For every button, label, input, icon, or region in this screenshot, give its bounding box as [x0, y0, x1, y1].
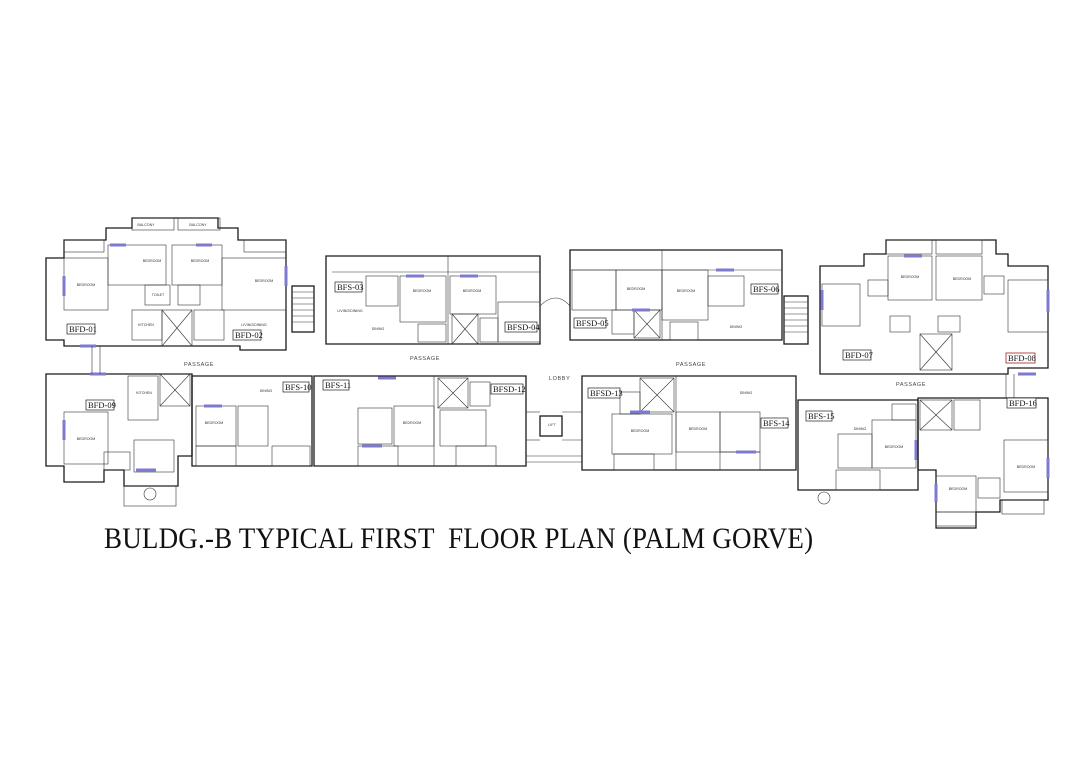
svg-text:DINING: DINING [854, 427, 867, 431]
svg-text:BEDROOM: BEDROOM [205, 421, 224, 425]
flat-tag: BFD-08 [1005, 352, 1036, 364]
flat-tag: BFD-07 [842, 349, 873, 361]
flat-tag: BFSD-05 [573, 317, 609, 329]
svg-text:BEDROOM: BEDROOM [689, 427, 708, 431]
flat-tag: BFS-11 [322, 379, 351, 391]
passage-label: PASSAGE [676, 362, 706, 368]
svg-text:BEDROOM: BEDROOM [413, 289, 432, 293]
flat-tag: BFD-02 [232, 329, 263, 341]
staircase-left [291, 285, 315, 333]
svg-text:DINING: DINING [740, 391, 753, 395]
svg-text:TOILET: TOILET [152, 293, 165, 297]
passage-label: PASSAGE [896, 382, 926, 388]
lobby-label: LOBBY [549, 376, 570, 382]
svg-text:BEDROOM: BEDROOM [255, 279, 274, 283]
flat-tag: BFD-01 [66, 323, 97, 335]
svg-text:BEDROOM: BEDROOM [191, 259, 210, 263]
svg-text:BEDROOM: BEDROOM [901, 275, 920, 279]
svg-text:BEDROOM: BEDROOM [1017, 465, 1036, 469]
svg-text:LIVING/DINING: LIVING/DINING [241, 323, 267, 327]
lift-lobby [526, 411, 582, 463]
flat-tag: BFS-06 [750, 283, 779, 295]
svg-text:BEDROOM: BEDROOM [403, 421, 422, 425]
svg-text:BFS-03: BFS-03 [337, 282, 363, 292]
svg-text:BFS-10: BFS-10 [285, 382, 311, 392]
flat-tag: BFS-15 [805, 410, 834, 422]
connector-links [91, 346, 1015, 505]
flat-tag: BFS-14 [760, 417, 790, 429]
flat-tag: BFSD-04 [504, 321, 540, 333]
svg-text:BEDROOM: BEDROOM [677, 289, 696, 293]
flat-tags: BFD-01 BFD-02 BFS-03 BFSD-04 BFSD-05 BFS… [66, 281, 1037, 429]
svg-text:BEDROOM: BEDROOM [953, 277, 972, 281]
svg-text:DINING: DINING [372, 327, 385, 331]
svg-text:BEDROOM: BEDROOM [77, 283, 96, 287]
block-top-right [819, 239, 1050, 376]
block-bottom-right [917, 397, 1050, 529]
svg-text:BFS-15: BFS-15 [808, 411, 834, 421]
bridge-arch [539, 297, 571, 307]
svg-text:BFD-02: BFD-02 [235, 330, 263, 340]
svg-text:BFD-01: BFD-01 [69, 324, 97, 334]
block-bottom-left [45, 372, 193, 507]
svg-text:BFD-07: BFD-07 [845, 350, 873, 360]
block-bottom-5 [797, 399, 919, 491]
staircase-right [783, 295, 809, 345]
flat-tag: BFD-09 [85, 399, 116, 411]
block-top-center-left [325, 255, 541, 345]
svg-text:LIVING/DINING: LIVING/DINING [337, 309, 363, 313]
svg-text:BFS-11: BFS-11 [325, 380, 351, 390]
svg-text:KITCHEN: KITCHEN [136, 391, 152, 395]
block-bottom-2 [191, 375, 313, 467]
svg-text:BEDROOM: BEDROOM [77, 437, 96, 441]
passage-label: PASSAGE [410, 356, 440, 362]
block-bottom-3 [313, 375, 527, 467]
svg-text:BEDROOM: BEDROOM [627, 287, 646, 291]
svg-text:BFD-09: BFD-09 [88, 400, 116, 410]
block-bottom-4 [581, 375, 797, 471]
passage-label: PASSAGE [184, 362, 214, 368]
block-top-center-right [569, 249, 783, 341]
svg-text:LIFT: LIFT [548, 423, 556, 427]
flat-tag: BFSD-12 [490, 383, 526, 395]
svg-text:BFSD-05: BFSD-05 [576, 318, 609, 328]
svg-text:BFS-06: BFS-06 [753, 284, 779, 294]
flat-tag: BFS-10 [282, 381, 311, 393]
svg-text:BEDROOM: BEDROOM [463, 289, 482, 293]
room-labels: BEDROOM BEDROOM BEDROOM BEDROOM BALCONY … [77, 223, 1036, 491]
svg-text:BFD-08: BFD-08 [1008, 353, 1036, 363]
svg-text:BEDROOM: BEDROOM [143, 259, 162, 263]
svg-text:BFS-14: BFS-14 [763, 418, 790, 428]
svg-text:BEDROOM: BEDROOM [885, 445, 904, 449]
svg-text:BFD-16: BFD-16 [1009, 398, 1037, 408]
svg-text:BFSD-13: BFSD-13 [590, 388, 623, 398]
svg-text:BEDROOM: BEDROOM [631, 429, 650, 433]
svg-text:BFSD-12: BFSD-12 [493, 384, 526, 394]
svg-text:BALCONY: BALCONY [137, 223, 155, 227]
plan-title: BULDG.-B TYPICAL FIRST FLOOR PLAN (PALM … [104, 522, 814, 555]
svg-text:BEDROOM: BEDROOM [949, 487, 968, 491]
svg-text:DINING: DINING [730, 325, 743, 329]
flat-tag: BFD-16 [1006, 397, 1037, 409]
svg-text:KITCHEN: KITCHEN [138, 323, 154, 327]
svg-text:DINING: DINING [260, 389, 273, 393]
flat-tag: BFS-03 [334, 281, 363, 293]
svg-text:BFSD-04: BFSD-04 [507, 322, 540, 332]
block-top-left [45, 217, 288, 351]
svg-text:BALCONY: BALCONY [189, 223, 207, 227]
flat-tag: BFSD-13 [587, 387, 623, 399]
corridor-labels: PASSAGE PASSAGE PASSAGE PASSAGE LOBBY [184, 356, 926, 388]
